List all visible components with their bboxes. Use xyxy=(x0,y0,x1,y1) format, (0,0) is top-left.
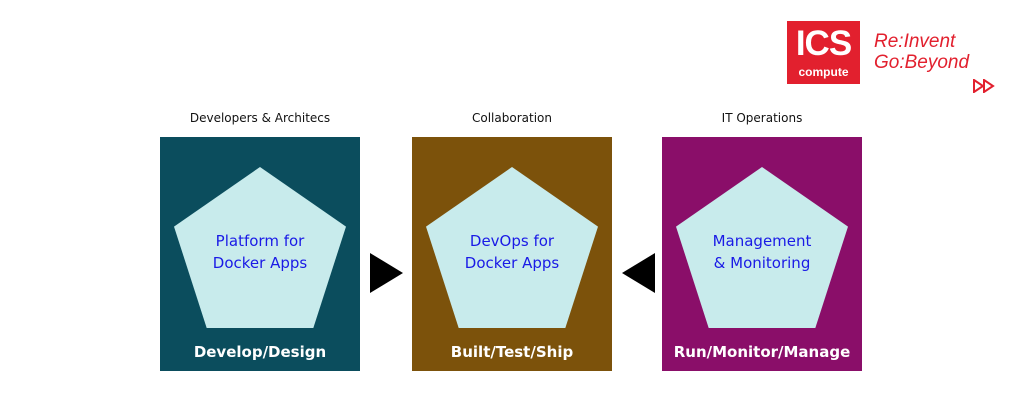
pentagon-text: Management & Monitoring xyxy=(692,230,832,274)
arrow-right-icon xyxy=(370,253,403,293)
panel-built-test-ship: DevOps for Docker Apps Built/Test/Ship xyxy=(412,137,612,371)
arrow-left-icon xyxy=(622,253,655,293)
pentagon-text-line-1: DevOps for xyxy=(469,232,555,250)
pentagon-text-line-2: Docker Apps xyxy=(464,254,560,272)
panel-run-monitor-manage: Management & Monitoring Run/Monitor/Mana… xyxy=(662,137,862,371)
fast-forward-icon xyxy=(973,79,995,93)
panel-footer: Built/Test/Ship xyxy=(450,343,574,361)
pentagon-text: DevOps for Docker Apps xyxy=(442,230,582,274)
logo-sub-text: compute xyxy=(798,65,849,79)
panel-develop-design: Platform for Docker Apps Develop/Design xyxy=(160,137,360,371)
column-header-developers: Developers & Architecs xyxy=(189,111,331,125)
pentagon-text-line-1: Platform for xyxy=(215,232,305,250)
pentagon-text-line-1: Management xyxy=(712,232,812,250)
tagline-gobeyond: Go:Beyond xyxy=(874,52,970,73)
pentagon-text-line-2: & Monitoring xyxy=(713,254,811,272)
ics-compute-logo: ICS compute Re:Invent Go:Beyond xyxy=(787,21,1002,95)
pentagon-text-line-2: Docker Apps xyxy=(212,254,308,272)
tagline-reinvent: Re:Invent xyxy=(874,31,956,52)
logo-main-text: ICS xyxy=(795,24,852,63)
pentagon-text: Platform for Docker Apps xyxy=(190,230,330,274)
logo-box: ICS compute xyxy=(787,21,860,84)
panel-footer: Run/Monitor/Manage xyxy=(673,343,851,361)
panel-footer: Develop/Design xyxy=(193,343,327,361)
column-header-collaboration: Collaboration xyxy=(472,111,552,125)
column-header-it-operations: IT Operations xyxy=(721,111,803,125)
